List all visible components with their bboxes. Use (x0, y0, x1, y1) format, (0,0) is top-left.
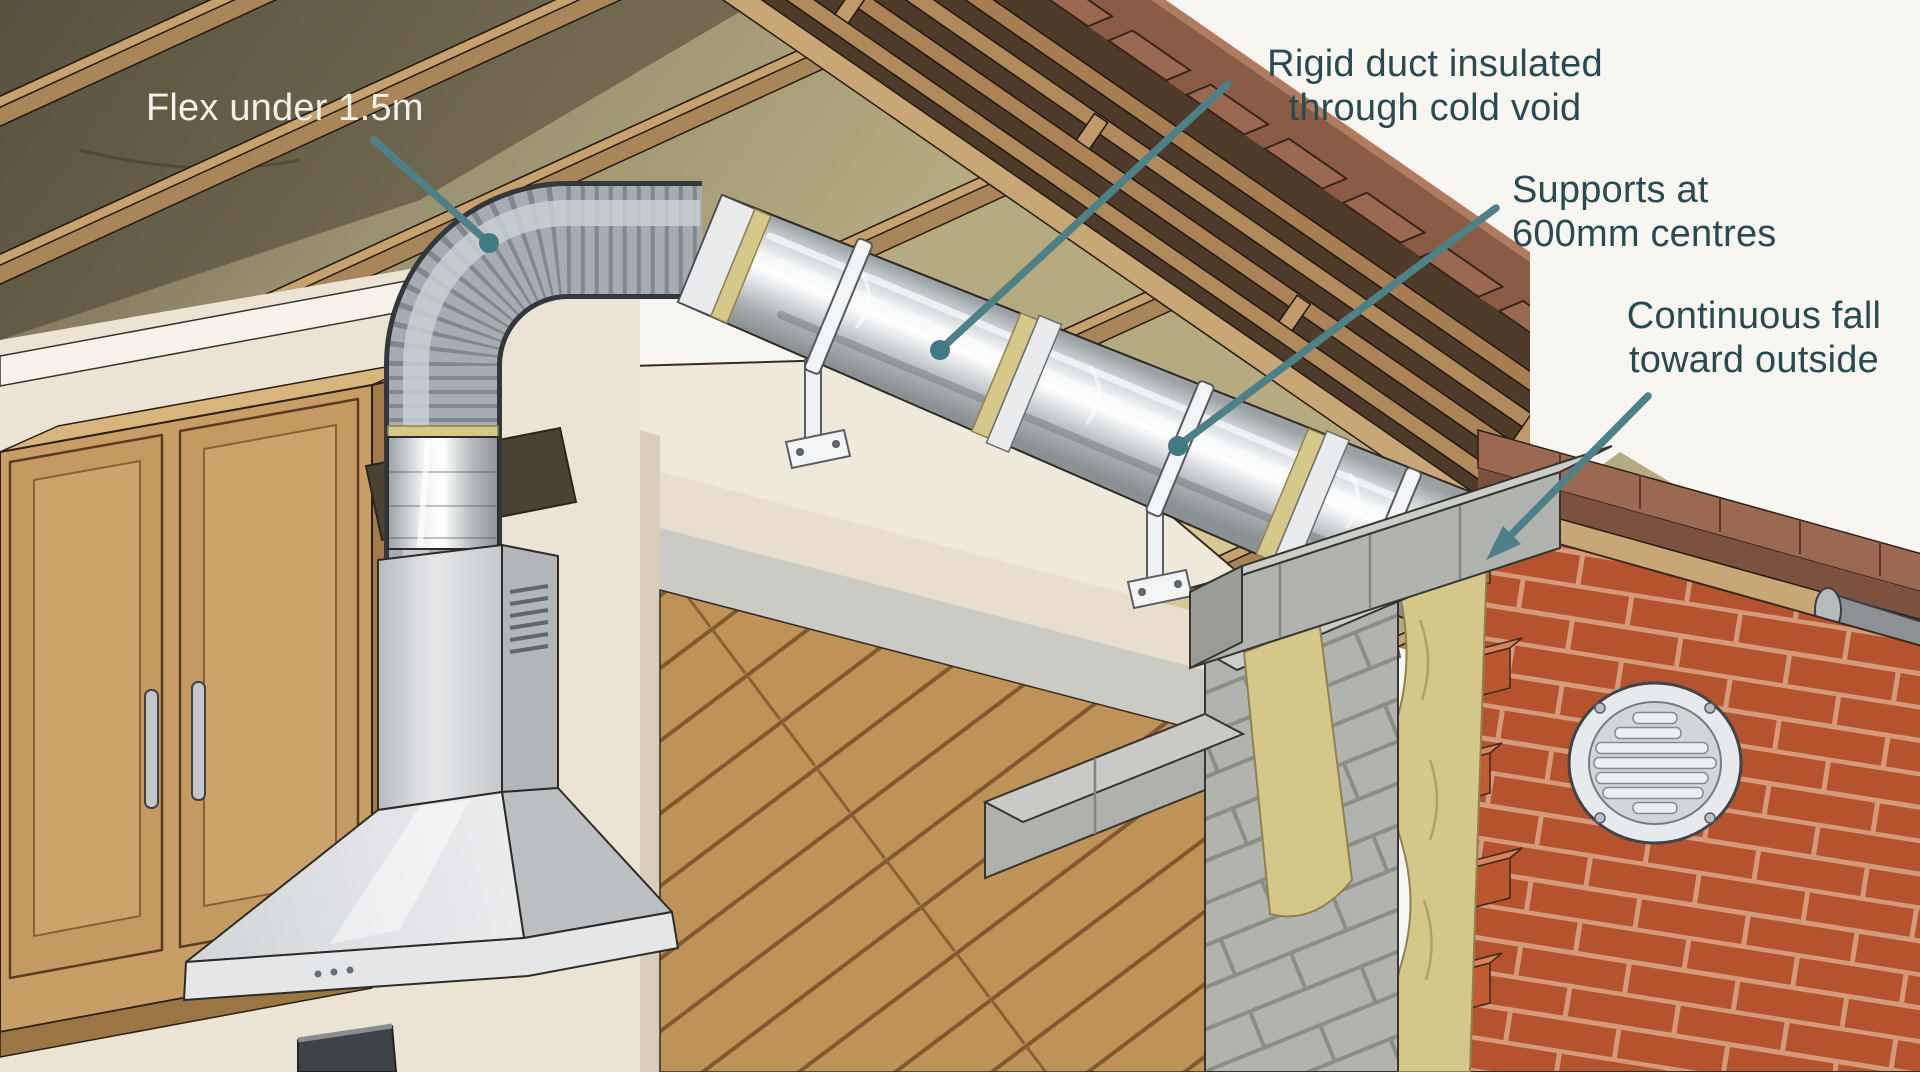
block-course-lower (982, 712, 1246, 880)
duct-riser (387, 436, 499, 550)
joist (0, 0, 881, 142)
label-continuous-fall: Continuous fall toward outside (1598, 294, 1910, 382)
roof-structure (680, 0, 1530, 941)
leader-line-flex (370, 136, 493, 247)
label-line: Flex under 1.5m (146, 87, 424, 129)
flexible-duct-assembly (364, 181, 702, 562)
wall-vent (1567, 681, 1743, 845)
label-line: toward outside (1629, 339, 1879, 382)
duct-insulation-ring (710, 208, 772, 324)
hood-rim (183, 911, 679, 1001)
flexible-duct (384, 181, 702, 562)
leader-line-supports (1174, 204, 1500, 450)
label-supports: Supports at 600mm centres (1512, 168, 1776, 256)
duct-support-strap (804, 237, 873, 375)
block-beam (1189, 445, 1613, 670)
vent-screw (1704, 812, 1716, 824)
room-interior (659, 472, 1206, 1072)
cabinet-handle (191, 681, 206, 801)
duct-joint (970, 312, 1063, 453)
joist (0, 0, 1121, 300)
leader-dot-supports (1168, 436, 1188, 456)
label-line: Continuous fall (1626, 295, 1882, 337)
roof-tiles (787, 0, 1530, 787)
label-line: through cold void (1288, 87, 1582, 130)
vent-screw (1704, 702, 1716, 714)
roof-verge (1477, 429, 1920, 659)
cabinet-handle (144, 689, 159, 809)
bulkhead-shadow (640, 430, 660, 1072)
leader-dot-rigid (930, 340, 950, 360)
leader-line-rigid (936, 80, 1232, 354)
label-line: Rigid duct insulated (1267, 43, 1603, 85)
label-line: 600mm centres (1512, 213, 1777, 256)
label-rigid-duct: Rigid duct insulated through cold void (1235, 42, 1635, 130)
leader-dot-flex (479, 233, 499, 253)
extractor-hood (183, 544, 679, 1072)
fall-arrowhead (1486, 526, 1521, 560)
hood-vent-slots (509, 584, 549, 654)
cavity-insulation (1389, 526, 1490, 1072)
vent-louvres (1593, 711, 1717, 815)
vent-screw (1594, 702, 1606, 714)
label-flex-length: Flex under 1.5m (146, 86, 424, 130)
label-line: Supports at (1512, 169, 1709, 211)
leader-line-fall (1502, 392, 1652, 544)
annotation-leaders (370, 80, 1652, 560)
hood-chimney (377, 544, 503, 811)
rigid-duct-assembly (676, 193, 1503, 671)
vent-screw (1594, 812, 1606, 824)
